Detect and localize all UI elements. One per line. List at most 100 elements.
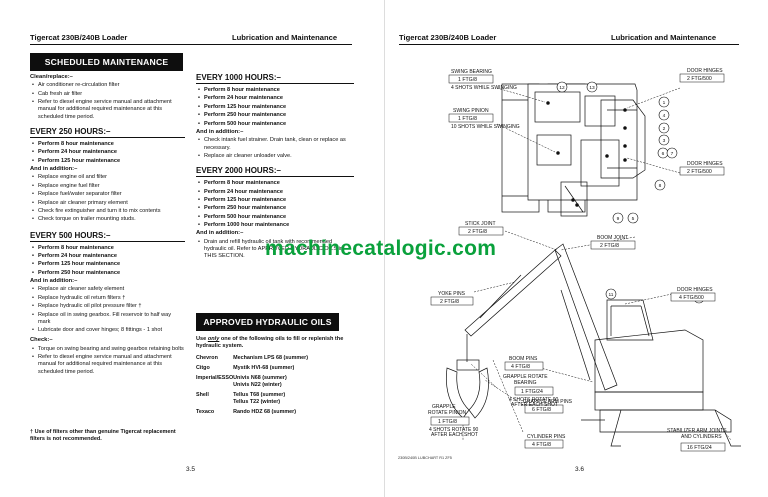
addition-heading: And in addition:– bbox=[30, 165, 78, 172]
stick-joint-label: STICK JOINT bbox=[465, 221, 496, 227]
oil-product: Rando HDZ 68 (summer) bbox=[233, 409, 297, 415]
oil-product-line: Tellus T68 (summer) bbox=[233, 392, 286, 398]
addition-heading: And in addition:– bbox=[196, 230, 244, 237]
list-item: Perform 24 hour maintenance bbox=[196, 95, 354, 102]
door-hinges-top-label: DOOR HINGES bbox=[687, 68, 723, 74]
addition-heading: And in addition:– bbox=[196, 128, 244, 135]
oil-product: Mechanism LPS 68 (summer) bbox=[233, 355, 309, 361]
door-hinges-low-label: DOOR HINGES bbox=[677, 287, 713, 293]
list-item: Drain and refill hydraulic oil tank with… bbox=[196, 239, 354, 261]
door-hinges-low-spec: 4 FTG/500 bbox=[679, 295, 704, 301]
cylinder-pins-spec: 4 FTG/8 bbox=[532, 442, 551, 448]
grapple-arm-pins-label: GRAPPLE ARM PINS bbox=[523, 399, 573, 405]
scheduled-maintenance-banner: SCHEDULED MAINTENANCE bbox=[30, 53, 183, 71]
right-column: EVERY 1000 HOURS:– Perform 8 hour mainte… bbox=[196, 73, 354, 262]
list-item: Replace hydraulic oil return filters † bbox=[30, 295, 185, 302]
oil-brand: Chevron bbox=[196, 355, 218, 361]
swing-pinion-note: 10 SHOTS WHILE SWINGING bbox=[451, 124, 520, 130]
every-250-heading: EVERY 250 HOURS:– bbox=[30, 127, 185, 138]
list-item: Perform 500 hour maintenance bbox=[196, 121, 354, 128]
list-item: Replace hydraulic oil pilot pressure fil… bbox=[30, 303, 185, 310]
watermark: machinecatalogic.com bbox=[265, 237, 497, 260]
table-row: Chevron Mechanism LPS 68 (summer) bbox=[196, 355, 356, 365]
oil-brand: Citgo bbox=[196, 365, 210, 371]
swing-bearing-note: 4 SHOTS WHILE SWINGING bbox=[451, 85, 517, 91]
labels: SWING BEARING 1 FTG/8 4 SHOTS WHILE SWIN… bbox=[428, 68, 727, 451]
oil-product: Univis N68 (summer) Univis N22 (winter) bbox=[233, 375, 356, 392]
list-item: Perform 24 hour maintenance bbox=[196, 189, 354, 196]
list-item: Cab fresh air filter bbox=[30, 91, 185, 98]
list-item: Check torque on trailer mounting studs. bbox=[30, 216, 185, 223]
callout-3: 3 bbox=[663, 138, 666, 144]
oils-table: Chevron Mechanism LPS 68 (summer) Citgo … bbox=[196, 355, 356, 419]
callout-6: 6 bbox=[662, 151, 665, 157]
callout-13-circle bbox=[586, 81, 598, 93]
oils-intro-only: only bbox=[207, 336, 220, 342]
boom-joint-spec: 2 FTG/8 bbox=[600, 243, 619, 249]
list-item: Check intank fuel strainer. Drain tank, … bbox=[196, 137, 354, 151]
swing-bearing-label: SWING BEARING bbox=[451, 69, 492, 75]
callout-5: 5 bbox=[632, 216, 635, 222]
callout-7: 7 bbox=[671, 151, 674, 157]
door-hinges-mid-label: DOOR HINGES bbox=[687, 161, 723, 167]
callout-12: 12 bbox=[559, 85, 565, 91]
stick-joint-spec: 2 FTG/8 bbox=[468, 229, 487, 235]
right-page-number: 3.6 bbox=[575, 466, 585, 473]
right-header-rule bbox=[399, 44, 739, 45]
list-item: Perform 250 hour maintenance bbox=[196, 205, 354, 212]
list-item: Perform 500 hour maintenance bbox=[196, 214, 354, 221]
every-1000-heading: EVERY 1000 HOURS:– bbox=[196, 73, 354, 84]
table-row: Imperial/ESSO Univis N68 (summer) Univis… bbox=[196, 375, 356, 392]
boom bbox=[554, 243, 618, 391]
check-heading: Check:– bbox=[30, 337, 53, 344]
door-hinges-mid-spec: 2 FTG/500 bbox=[687, 169, 712, 175]
table-row: Citgo Mystik HVI-68 (summer) bbox=[196, 365, 356, 375]
oil-product-line: Univis N68 (summer) bbox=[233, 375, 287, 381]
list-item: Perform 1000 hour maintenance bbox=[196, 222, 354, 229]
oils-intro-end: one of the following oils to fill or rep… bbox=[196, 336, 344, 350]
lubrication-chart: 13 12 1 4 2 3 6 7 8 9 5 11 10 bbox=[428, 68, 741, 452]
left-header-title: Tigercat 230B/240B Loader bbox=[30, 33, 128, 42]
stick bbox=[464, 249, 562, 337]
engine-cover bbox=[534, 91, 581, 123]
yoke-pins-spec: 2 FTG/8 bbox=[440, 299, 459, 305]
cab-top-view bbox=[600, 99, 646, 179]
approved-oils-banner: APPROVED HYDRAULIC OILS bbox=[196, 313, 339, 331]
list-item: Perform 250 hour maintenance bbox=[196, 112, 354, 119]
list-item: Perform 24 hour maintenance bbox=[30, 253, 185, 260]
swing-pinion-label: SWING PINION bbox=[453, 108, 489, 114]
left-page: Tigercat 230B/240B Loader Lubrication an… bbox=[0, 0, 384, 497]
boom-pins-spec: 4 FTG/8 bbox=[511, 364, 530, 370]
grapple-arm-pins-spec: 6 FTG/8 bbox=[532, 407, 551, 413]
oil-product-line: Univis N22 (winter) bbox=[233, 382, 282, 388]
left-header-rule bbox=[30, 44, 352, 45]
loader-body bbox=[594, 329, 704, 393]
list-item: Replace engine fuel filter bbox=[30, 183, 185, 190]
list-item: Air conditioner re-circulation filter bbox=[30, 82, 185, 89]
list-item: Check fire extinguisher and turn it to m… bbox=[30, 208, 185, 215]
list-item: Replace fuel/water separator filter bbox=[30, 191, 185, 198]
callout-2: 2 bbox=[663, 126, 666, 132]
list-item: Replace air cleaner primary element bbox=[30, 200, 185, 207]
swing-pinion-spec: 1 FTG/8 bbox=[458, 116, 477, 122]
list-item: Perform 8 hour maintenance bbox=[30, 245, 185, 252]
list-item: Perform 8 hour maintenance bbox=[196, 180, 354, 187]
list-item: Perform 125 hour maintenance bbox=[196, 197, 354, 204]
every-500-heading: EVERY 500 HOURS:– bbox=[30, 231, 185, 242]
callout-4: 4 bbox=[663, 113, 666, 119]
list-item: Refer to diesel engine service manual an… bbox=[30, 354, 185, 376]
door-hinges-top-spec: 2 FTG/500 bbox=[687, 76, 712, 82]
addition-heading: And in addition:– bbox=[30, 278, 78, 285]
left-column: Clean/replace:– Air conditioner re-circu… bbox=[30, 74, 185, 377]
cylinder-pins-label: CYLINDER PINS bbox=[527, 434, 566, 440]
clean-replace-heading: Clean/replace:– bbox=[30, 74, 73, 80]
list-item: Perform 125 hour maintenance bbox=[30, 261, 185, 268]
every-2000-heading: EVERY 2000 HOURS:– bbox=[196, 166, 354, 178]
table-row: Shell Tellus T68 (summer) Tellus T22 (wi… bbox=[196, 392, 356, 409]
callout-1: 1 bbox=[663, 100, 666, 106]
boom-pins-label: BOOM PINS bbox=[509, 356, 538, 362]
